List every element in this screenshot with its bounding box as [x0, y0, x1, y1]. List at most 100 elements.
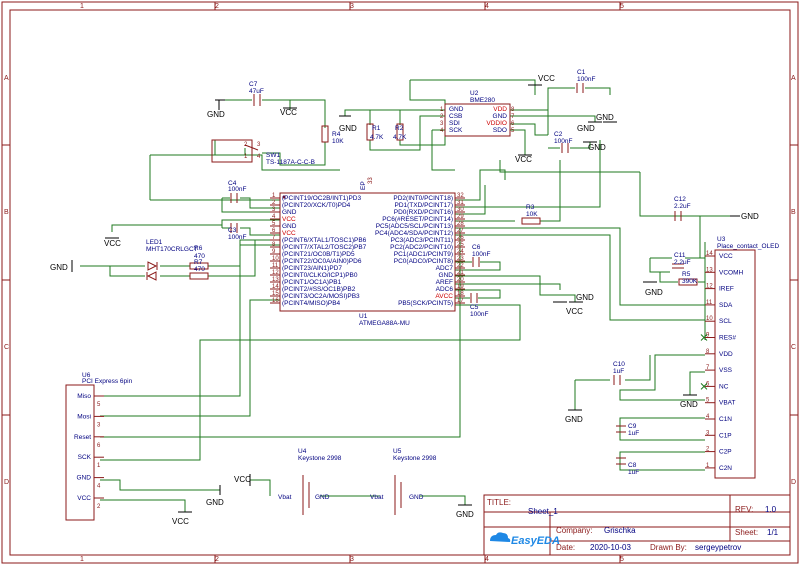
vcc-symbol: VCC [172, 511, 192, 526]
c3-value: 100nF [228, 234, 246, 241]
u1-pin-num: 2 [272, 200, 276, 206]
resistor-r4: R4 10K [321, 125, 344, 145]
u1-pin-label: VCC [282, 216, 296, 223]
vcc-symbol: VCC [528, 74, 555, 86]
vcc-label: VCC [104, 239, 121, 248]
battery-u5: U5 Keystone 2998 Vbat GND [370, 448, 437, 515]
u6-pin-label: Reset [74, 434, 91, 441]
capacitor-c1: C1 100nF [576, 69, 595, 93]
c4-value: 100nF [228, 186, 246, 193]
r7-ref: R7 [194, 259, 203, 266]
title-block: TITLE: Sheet_1 REV: 1.0 Company: Grischk… [483, 494, 791, 556]
u6-pin-label: VCC [77, 495, 91, 502]
c9-value: 1uF [628, 430, 639, 437]
u1-pin-label: (PCINT7/XTAL2/TOSC2)PB7 [282, 244, 367, 251]
gnd-label: GND [741, 212, 759, 221]
u1-pin-num: 30 [457, 207, 464, 213]
capacitor-c11: C11 2.2uF [672, 252, 691, 269]
c12-ref: C12 [674, 196, 686, 203]
c11-value: 2.2uF [674, 259, 691, 266]
u1-pin-label: PC4(ADC4/SDA/PCINT12) [375, 230, 453, 237]
vcc-symbol: VCC [515, 154, 532, 164]
u2-pin-num: 3 [440, 121, 444, 127]
gnd-label: GND [565, 415, 583, 424]
u3-pin-label: VCC [719, 253, 733, 260]
c10-ref: C10 [613, 361, 625, 368]
u1-pin-label: GND [282, 223, 297, 230]
c6-ref: C6 [472, 244, 481, 251]
u1-pin-label: GND [282, 209, 297, 216]
u1-pin-label: AREF [436, 279, 453, 286]
gnd-symbol: GND [207, 99, 225, 119]
u2-pin-num: 4 [440, 128, 444, 134]
u1-pin-label: ADC6 [436, 286, 454, 293]
gnd-symbol: GND [456, 504, 474, 519]
u1-ep-label: EP [360, 181, 367, 190]
vcc-label: VCC [538, 74, 555, 83]
resistor-r6: R6 470 [189, 245, 209, 270]
vcc-label: VCC [280, 108, 297, 117]
gnd-symbol: GND [569, 293, 594, 303]
no-connect-icon [700, 334, 708, 341]
gnd-label: GND [588, 143, 606, 152]
u3-pin-num: 3 [706, 430, 710, 436]
u1-pin-label: PC3(ADC3/PCINT11) [391, 237, 453, 244]
u3-pin-num: 12 [706, 284, 713, 290]
gnd-symbol: GND [565, 409, 583, 424]
date-value: 2020-10-03 [590, 543, 631, 552]
u3-pin-label: IREF [719, 286, 734, 293]
u3-pin-num: 8 [706, 349, 710, 355]
u1-pin-num: 9 [272, 249, 276, 255]
grid-row-a-right: A [791, 75, 796, 82]
u2-pin-label: SDO [493, 127, 507, 134]
gnd-label: GND [680, 400, 698, 409]
title-label: TITLE: [487, 498, 511, 507]
gnd-symbol: GND [596, 113, 617, 123]
u1-pin-label: PC2(ADC2/PCINT10) [390, 244, 453, 251]
u3-pin-num: 6 [706, 381, 710, 387]
grid-row-a-left: A [4, 75, 9, 82]
company-label: Company: [556, 526, 592, 535]
u1-pin-num: 17 [457, 298, 464, 304]
resistor-r7: R7 470 [189, 259, 209, 280]
led1-value: MHT170CRLGCT [146, 246, 198, 253]
u1-pin-label: (PCINT2/#SS/OC1B)PB2 [282, 286, 356, 293]
gnd-label: GND [645, 288, 663, 297]
grid-col-5-bottom: 5 [620, 556, 624, 563]
r4-value: 10K [332, 138, 344, 145]
c1-ref: C1 [577, 69, 586, 76]
u5-value: Keystone 2998 [393, 455, 437, 462]
u1-pin-label: AVCC [435, 293, 453, 300]
grid-labels: 1 2 3 4 5 1 2 3 4 5 A B C D A B C D [4, 3, 796, 563]
grid-col-4-bottom: 4 [485, 556, 489, 563]
r6-value: 470 [194, 253, 205, 260]
c5-value: 100nF [470, 311, 488, 318]
c7-ref: C7 [249, 81, 258, 88]
u3-pin-label: C1N [719, 416, 732, 423]
u1-pin-label: (PCINT0/CLKO/ICP1)PB0 [282, 272, 358, 279]
grid-row-b-left: B [4, 209, 9, 216]
u1-pin-label: PC1(ADC1/PCINT9) [394, 251, 453, 258]
grid-row-c-left: C [4, 344, 9, 351]
sheet-value: 1/1 [767, 528, 779, 537]
grid-col-2-top: 2 [215, 3, 219, 10]
u1-pin-num: 12 [272, 270, 279, 276]
u3-pin-label: C2P [719, 449, 732, 456]
u1-pin-num: 21 [457, 270, 464, 276]
capacitor-c3: C3 100nF [228, 223, 246, 241]
u6-pin-label: GND [77, 475, 92, 482]
c1-value: 100nF [577, 76, 595, 83]
vcc-symbol: VCC [553, 301, 583, 316]
drawn-by-value: sergeypetrov [695, 543, 741, 552]
u1-pin-label: PC0(ADC0/PCINT8) [394, 258, 453, 265]
u2-pin-num: 6 [511, 121, 515, 127]
grid-col-4-top: 4 [485, 3, 489, 10]
u1-pin-num: 5 [272, 221, 276, 227]
company-value: Grischka [604, 526, 636, 535]
u1-ep-num: 33 [368, 177, 374, 184]
u6-pin-num: 2 [97, 504, 101, 510]
connector-u6: U6 PCI Express 6pin 5Miso3Mosi6Reset1SCK… [65, 372, 133, 521]
